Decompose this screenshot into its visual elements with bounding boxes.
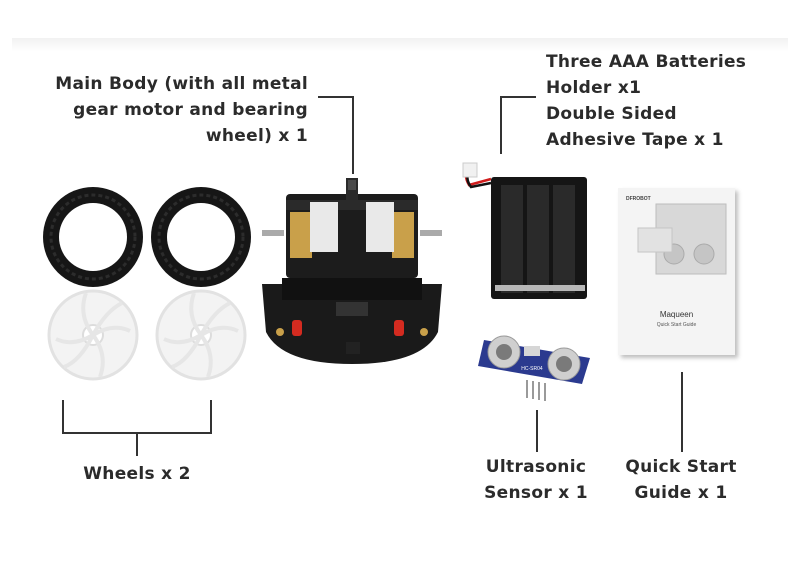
- ultrasonic-label-line-2: Sensor x 1: [484, 483, 588, 503]
- batteries-leader-v: [500, 96, 502, 154]
- booklet-subtitle: Quick Start Guide: [656, 322, 697, 328]
- booklet-brand: DFROBOT: [626, 196, 651, 202]
- hub-right: [155, 289, 247, 381]
- main-body-leader-h: [318, 96, 354, 98]
- top-band: [12, 38, 788, 52]
- main-body-leader-v: [352, 96, 354, 174]
- robot-image: [262, 178, 442, 364]
- guide-label-line-2: Guide x 1: [634, 483, 728, 503]
- wheels-label: Wheels x 2: [83, 464, 191, 484]
- tire-left: [43, 187, 143, 287]
- batteries-label-line-1: Three AAA Batteries: [546, 52, 747, 72]
- tire-right: [151, 187, 251, 287]
- booklet-title: Maqueen: [659, 310, 694, 319]
- ultrasonic-label: Ultrasonic Sensor x 1: [470, 454, 602, 506]
- main-body-label: Main Body (with all metal gear motor and…: [40, 71, 308, 149]
- main-body-label-line-2: gear motor and bearing: [73, 100, 308, 120]
- wheels-image: [43, 187, 251, 381]
- batteries-label-line-2: Holder x1: [546, 78, 642, 98]
- batteries-label-line-3: Double Sided: [546, 104, 677, 124]
- ultrasonic-leader: [536, 410, 538, 452]
- guide-label: Quick Start Guide x 1: [614, 454, 748, 506]
- sensor-model-text: HC-SR04: [521, 366, 543, 372]
- wheels-bracket-left: [62, 400, 64, 433]
- ultrasonic-sensor-image: HC-SR04: [478, 335, 590, 401]
- battery-holder-image: [462, 162, 587, 299]
- hub-left: [47, 289, 139, 381]
- batteries-label-line-4: Adhesive Tape x 1: [546, 130, 724, 150]
- quick-start-guide-booklet: DFROBOT Maqueen Quick Start Guide: [618, 188, 735, 355]
- batteries-leader-h: [500, 96, 536, 98]
- wheels-bracket-right: [210, 400, 212, 433]
- booklet-cover-art: [637, 203, 727, 275]
- guide-label-line-1: Quick Start: [625, 457, 737, 477]
- ultrasonic-label-line-1: Ultrasonic: [485, 457, 587, 477]
- wheels-bracket-stem: [136, 432, 138, 456]
- batteries-label: Three AAA Batteries Holder x1 Double Sid…: [546, 49, 786, 153]
- guide-leader: [681, 372, 683, 452]
- main-body-label-line-3: wheel) x 1: [205, 126, 308, 146]
- main-body-label-line-1: Main Body (with all metal: [55, 74, 308, 94]
